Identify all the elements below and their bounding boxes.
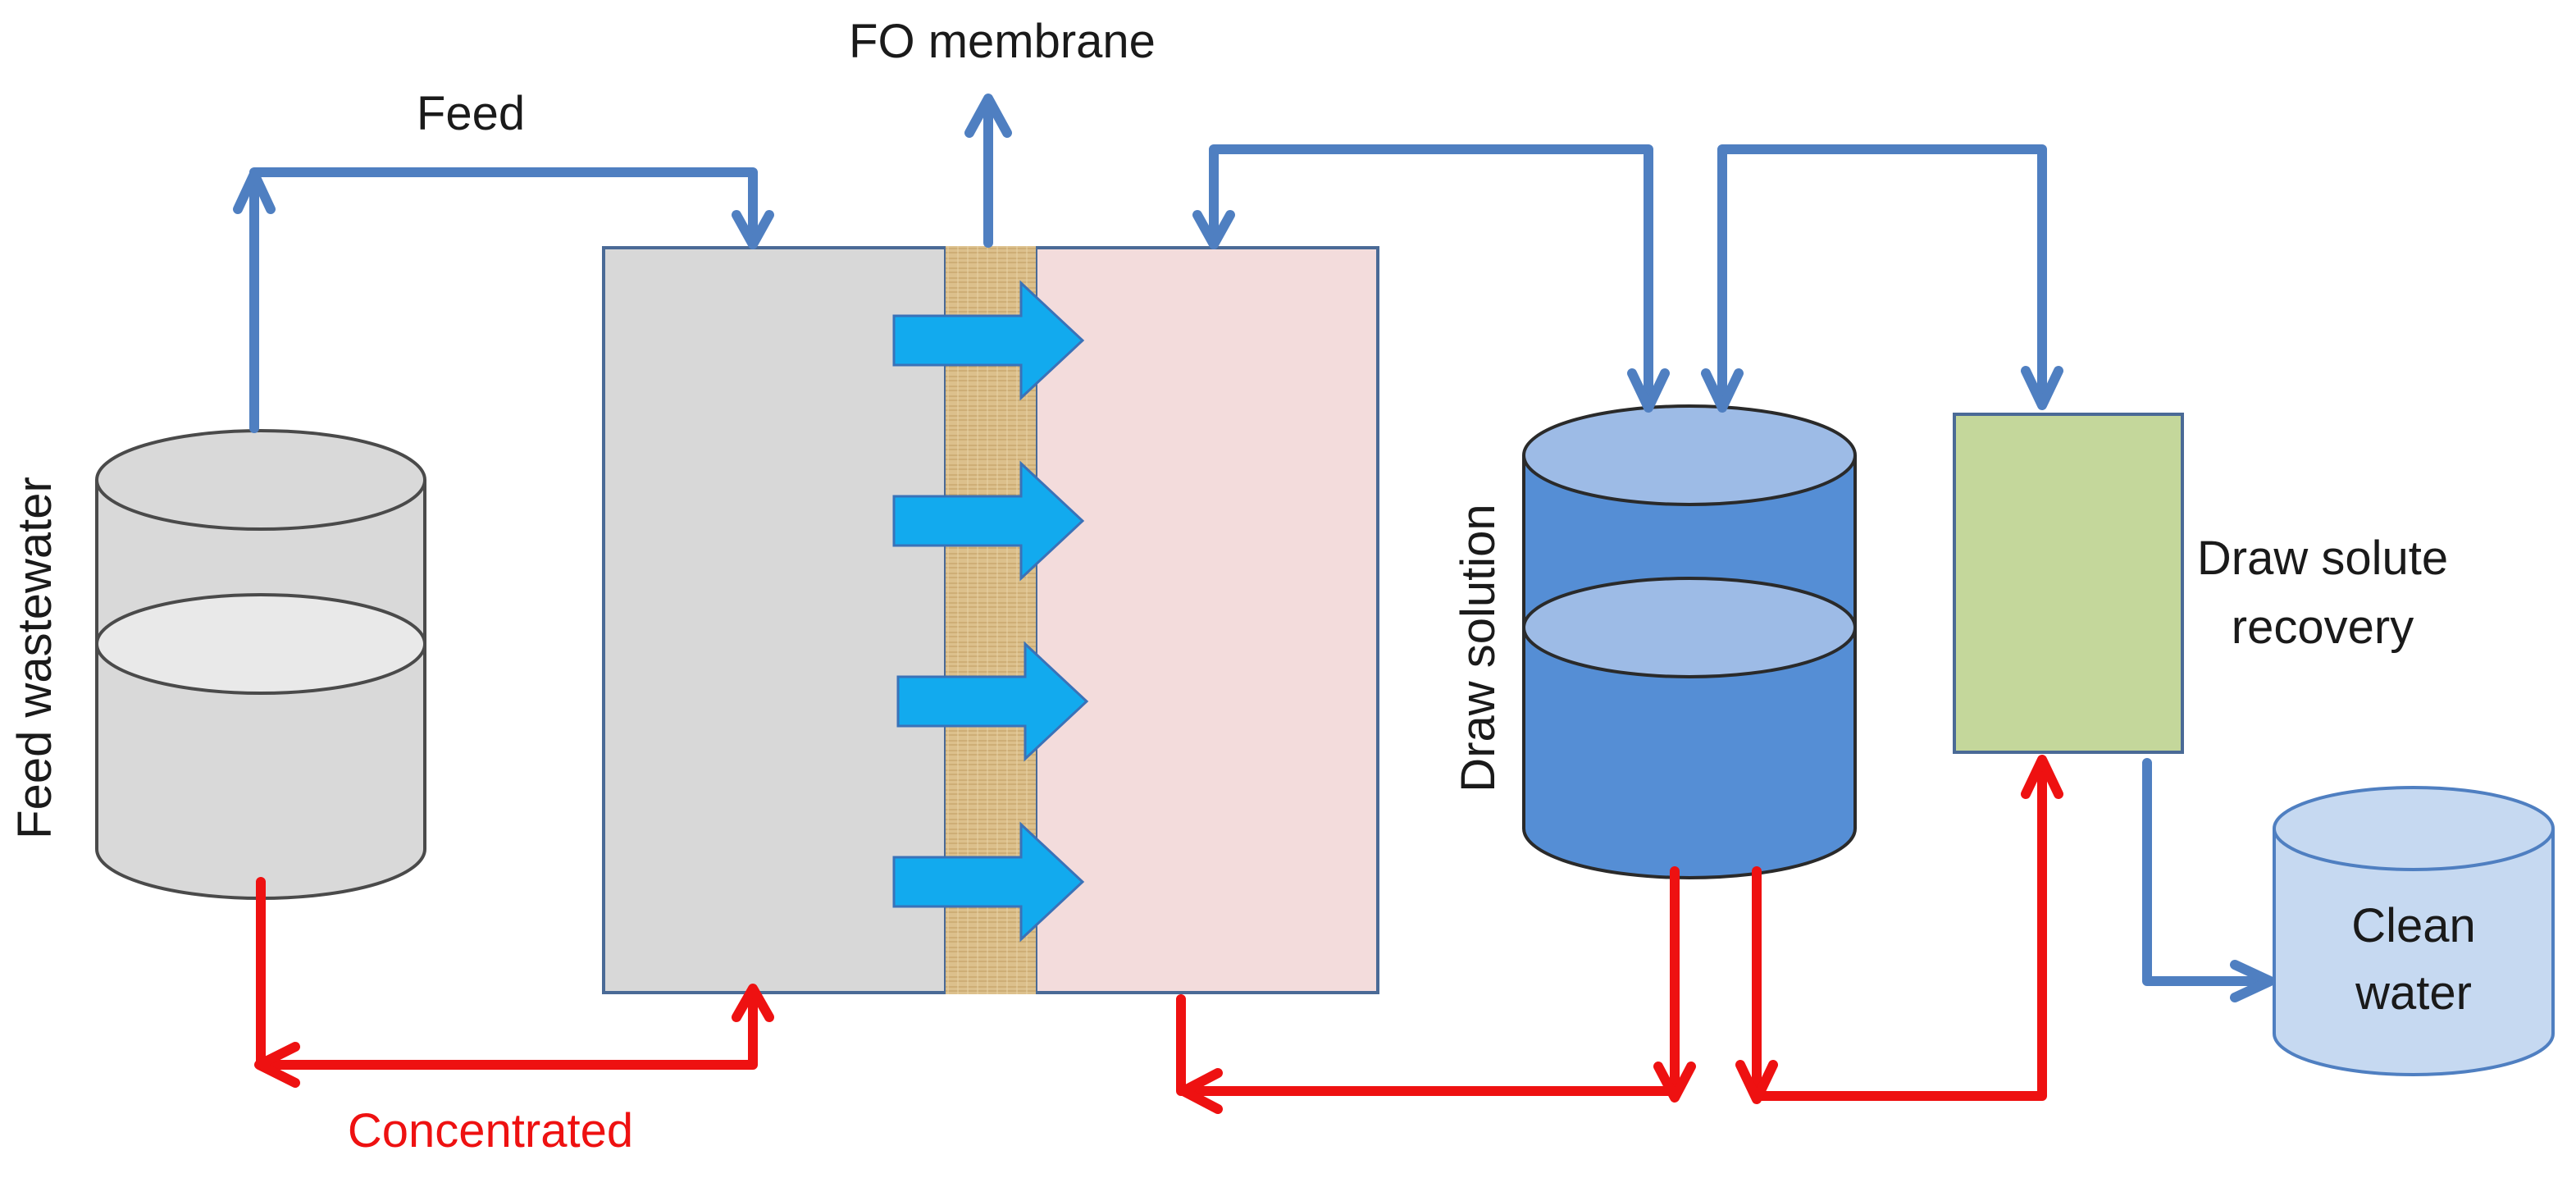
draw-side-chamber xyxy=(1034,246,1379,994)
feed-side-chamber xyxy=(602,246,947,994)
feed-flow-head-up xyxy=(233,169,276,214)
water-flux-arrow-4 xyxy=(892,821,1085,943)
feed-wastewater-tank xyxy=(95,429,426,900)
red-flow-lines xyxy=(254,755,2063,1114)
water-flux-arrow-1 xyxy=(892,280,1085,401)
draw-to-recovery-flow-line xyxy=(1717,144,2047,407)
feed-flow-line xyxy=(249,167,758,433)
clean-water-flow-head xyxy=(2230,960,2275,1002)
diluted-draw-flow-head xyxy=(1627,368,1670,413)
draw-solution-label: Draw solution xyxy=(1452,504,1505,792)
draw-tank-to-recovery-red-head xyxy=(2021,755,2063,799)
draw-to-recovery-flow-head xyxy=(2021,366,2063,410)
water-flux-arrow-3 xyxy=(896,641,1089,762)
draw-solution-tank xyxy=(1522,404,1857,879)
fo-membrane-arrow-head xyxy=(964,94,1012,138)
blue-flow-lines xyxy=(233,94,2275,1002)
clean-water-label-line1: Clean xyxy=(2351,899,2476,952)
water-flux-arrows xyxy=(892,280,1089,943)
draw-solute-recovery-unit xyxy=(1953,413,2184,754)
draw-solute-recovery-label-line2: recovery xyxy=(2232,600,2414,654)
concentrated-flow-line xyxy=(256,877,758,1070)
diluted-draw-flow-line xyxy=(1209,144,1653,407)
draw-tank-outlet-red-head xyxy=(1735,1060,1778,1104)
fo-membrane-label: FO membrane xyxy=(849,15,1156,68)
feed-label: Feed xyxy=(417,87,525,140)
feed-wastewater-label: Feed wastewater xyxy=(8,477,62,839)
concentrated-outlet-head xyxy=(732,984,774,1022)
concentrated-label: Concentrated xyxy=(348,1104,633,1157)
draw-solute-recovery-label-line1: Draw solute xyxy=(2197,532,2448,585)
draw-side-outlet-flow-line xyxy=(1176,866,1680,1096)
clean-water-flow-line xyxy=(2142,758,2271,986)
clean-water-tank xyxy=(2273,786,2555,1076)
water-flux-arrow-2 xyxy=(892,460,1085,582)
recovered-draw-return-head xyxy=(1701,368,1744,413)
diluted-draw-outlet-head xyxy=(1192,210,1235,249)
draw-side-outlet-head xyxy=(1179,1068,1223,1114)
concentrated-flow-head xyxy=(254,1042,300,1088)
draw-tank-to-recovery-red-line xyxy=(1752,758,2047,1101)
draw-tank-inlet-head xyxy=(1653,1062,1696,1103)
clean-water-label-line2: water xyxy=(2355,966,2472,1020)
feed-flow-head-down xyxy=(732,210,774,249)
